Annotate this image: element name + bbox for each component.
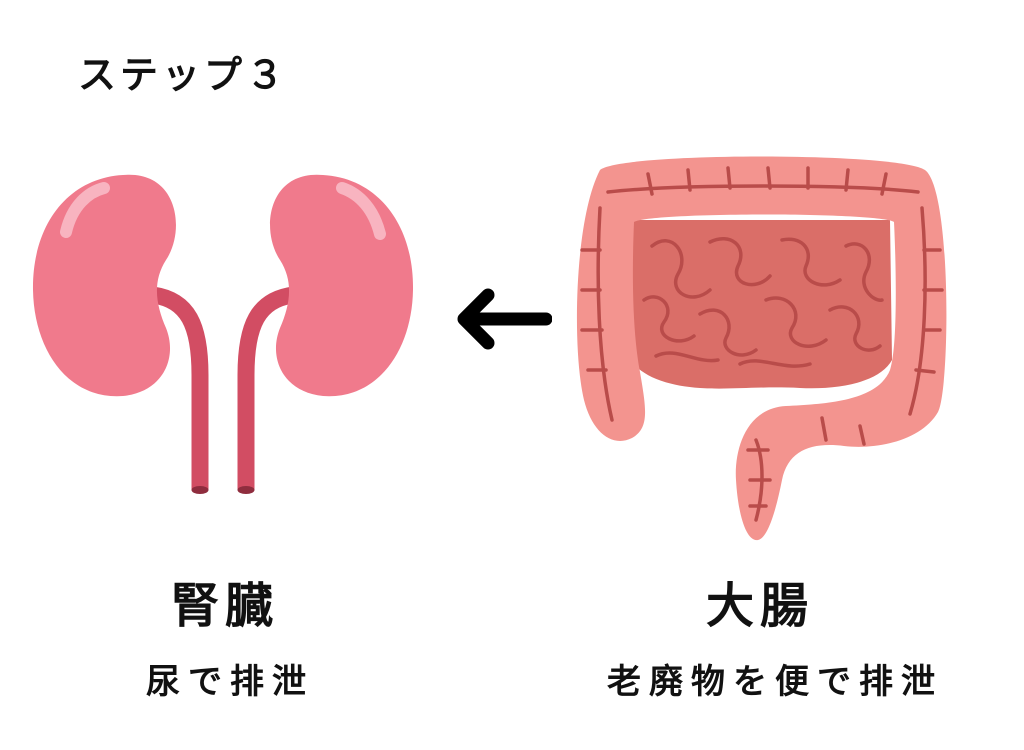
small-intestine-coils [642, 236, 884, 368]
kidney-left-highlight [60, 182, 110, 238]
small-intestine-area [632, 220, 892, 389]
intestine-name: 大腸 [705, 578, 814, 634]
colon-haustra [580, 166, 944, 522]
kidney-left [32, 174, 176, 397]
ureter-left [151, 286, 209, 494]
kidney-description: 尿で排泄 [146, 662, 314, 702]
kidney-right [270, 174, 414, 397]
ureter-right [237, 286, 295, 494]
kidney-right-highlight [336, 182, 386, 240]
intestine-description: 老廃物を便で排泄 [607, 662, 943, 702]
arrow-left-icon [457, 288, 552, 350]
kidneys-icon [32, 174, 414, 494]
step-title: ステップ３ [78, 53, 289, 97]
kidney-name: 腎臓 [170, 578, 279, 634]
colon [576, 156, 947, 541]
large-intestine-icon [576, 156, 947, 541]
